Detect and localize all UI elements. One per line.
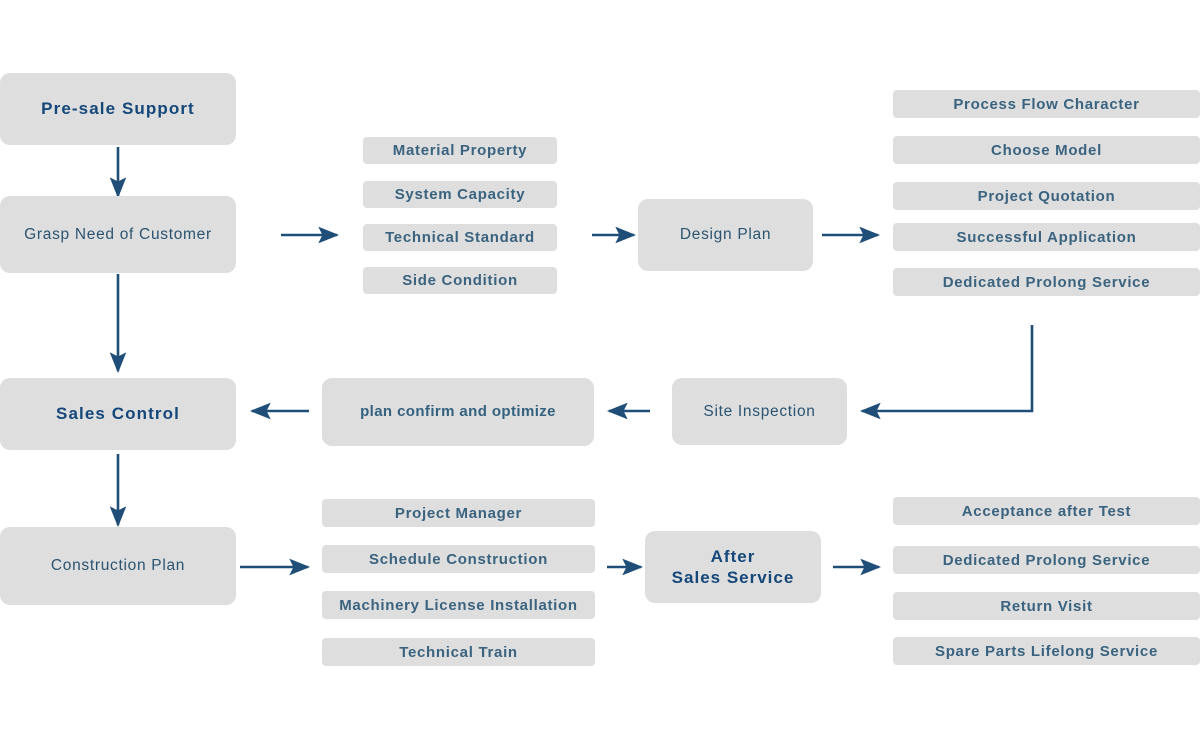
node-pre-sale-support[interactable]: Pre-sale Support: [0, 73, 236, 145]
pill-successful-application-label: Successful Application: [956, 228, 1137, 246]
pill-system-capacity-label: System Capacity: [394, 186, 526, 203]
pill-return-visit[interactable]: Return Visit: [893, 592, 1200, 620]
pill-machinery-license-installation[interactable]: Machinery License Installation: [322, 591, 595, 619]
node-construction-plan-label: Construction Plan: [50, 557, 186, 575]
pill-dedicated-prolong-service-top[interactable]: Dedicated Prolong Service: [893, 268, 1200, 296]
pill-spare-parts-lifelong-service[interactable]: Spare Parts Lifelong Service: [893, 637, 1200, 665]
pill-project-manager[interactable]: Project Manager: [322, 499, 595, 527]
node-plan-confirm-and-optimize-label: plan confirm and optimize: [360, 402, 556, 420]
pill-acceptance-after-test[interactable]: Acceptance after Test: [893, 497, 1200, 525]
pill-acceptance-after-test-label: Acceptance after Test: [961, 502, 1132, 520]
pill-side-condition[interactable]: Side Condition: [363, 267, 557, 294]
node-design-plan-label: Design Plan: [679, 226, 772, 244]
pill-technical-standard[interactable]: Technical Standard: [363, 224, 557, 251]
pill-choose-model-label: Choose Model: [991, 141, 1102, 159]
pill-successful-application[interactable]: Successful Application: [893, 223, 1200, 251]
pill-technical-standard-label: Technical Standard: [385, 229, 535, 246]
pill-return-visit-label: Return Visit: [1000, 597, 1093, 615]
node-pre-sale-support-label: Pre-sale Support: [41, 99, 195, 119]
node-after-sales-service-label-line2: Sales Service: [671, 568, 795, 587]
pill-project-quotation-label: Project Quotation: [977, 187, 1116, 205]
pill-system-capacity[interactable]: System Capacity: [363, 181, 557, 208]
node-design-plan[interactable]: Design Plan: [638, 199, 813, 271]
node-sales-control-label: Sales Control: [56, 404, 180, 424]
pill-technical-train-label: Technical Train: [399, 643, 518, 661]
pill-schedule-construction-label: Schedule Construction: [369, 550, 548, 568]
pill-project-quotation[interactable]: Project Quotation: [893, 182, 1200, 210]
pill-side-condition-label: Side Condition: [402, 272, 518, 289]
pill-process-flow-character-label: Process Flow Character: [953, 95, 1140, 113]
pill-dedicated-prolong-service-bottom-label: Dedicated Prolong Service: [942, 551, 1151, 569]
pill-material-property[interactable]: Material Property: [363, 137, 557, 164]
pill-technical-train[interactable]: Technical Train: [322, 638, 595, 666]
node-construction-plan[interactable]: Construction Plan: [0, 527, 236, 605]
node-grasp-need-of-customer-label: Grasp Need of Customer: [24, 225, 212, 243]
pill-schedule-construction[interactable]: Schedule Construction: [322, 545, 595, 573]
node-sales-control[interactable]: Sales Control: [0, 378, 236, 450]
pill-material-property-label: Material Property: [392, 142, 528, 159]
node-site-inspection-label: Site Inspection: [703, 402, 816, 420]
node-after-sales-service-label-line1: After: [710, 546, 756, 566]
node-site-inspection[interactable]: Site Inspection: [672, 378, 847, 445]
pill-spare-parts-lifelong-service-label: Spare Parts Lifelong Service: [934, 642, 1158, 660]
pill-project-manager-label: Project Manager: [394, 504, 523, 522]
pill-process-flow-character[interactable]: Process Flow Character: [893, 90, 1200, 118]
pill-dedicated-prolong-service-top-label: Dedicated Prolong Service: [942, 273, 1151, 291]
pill-dedicated-prolong-service-bottom[interactable]: Dedicated Prolong Service: [893, 546, 1200, 574]
node-plan-confirm-and-optimize[interactable]: plan confirm and optimize: [322, 378, 594, 446]
node-after-sales-service[interactable]: After Sales Service: [645, 531, 821, 603]
node-grasp-need-of-customer[interactable]: Grasp Need of Customer: [0, 196, 236, 273]
pill-choose-model[interactable]: Choose Model: [893, 136, 1200, 164]
pill-machinery-license-installation-label: Machinery License Installation: [339, 596, 578, 614]
